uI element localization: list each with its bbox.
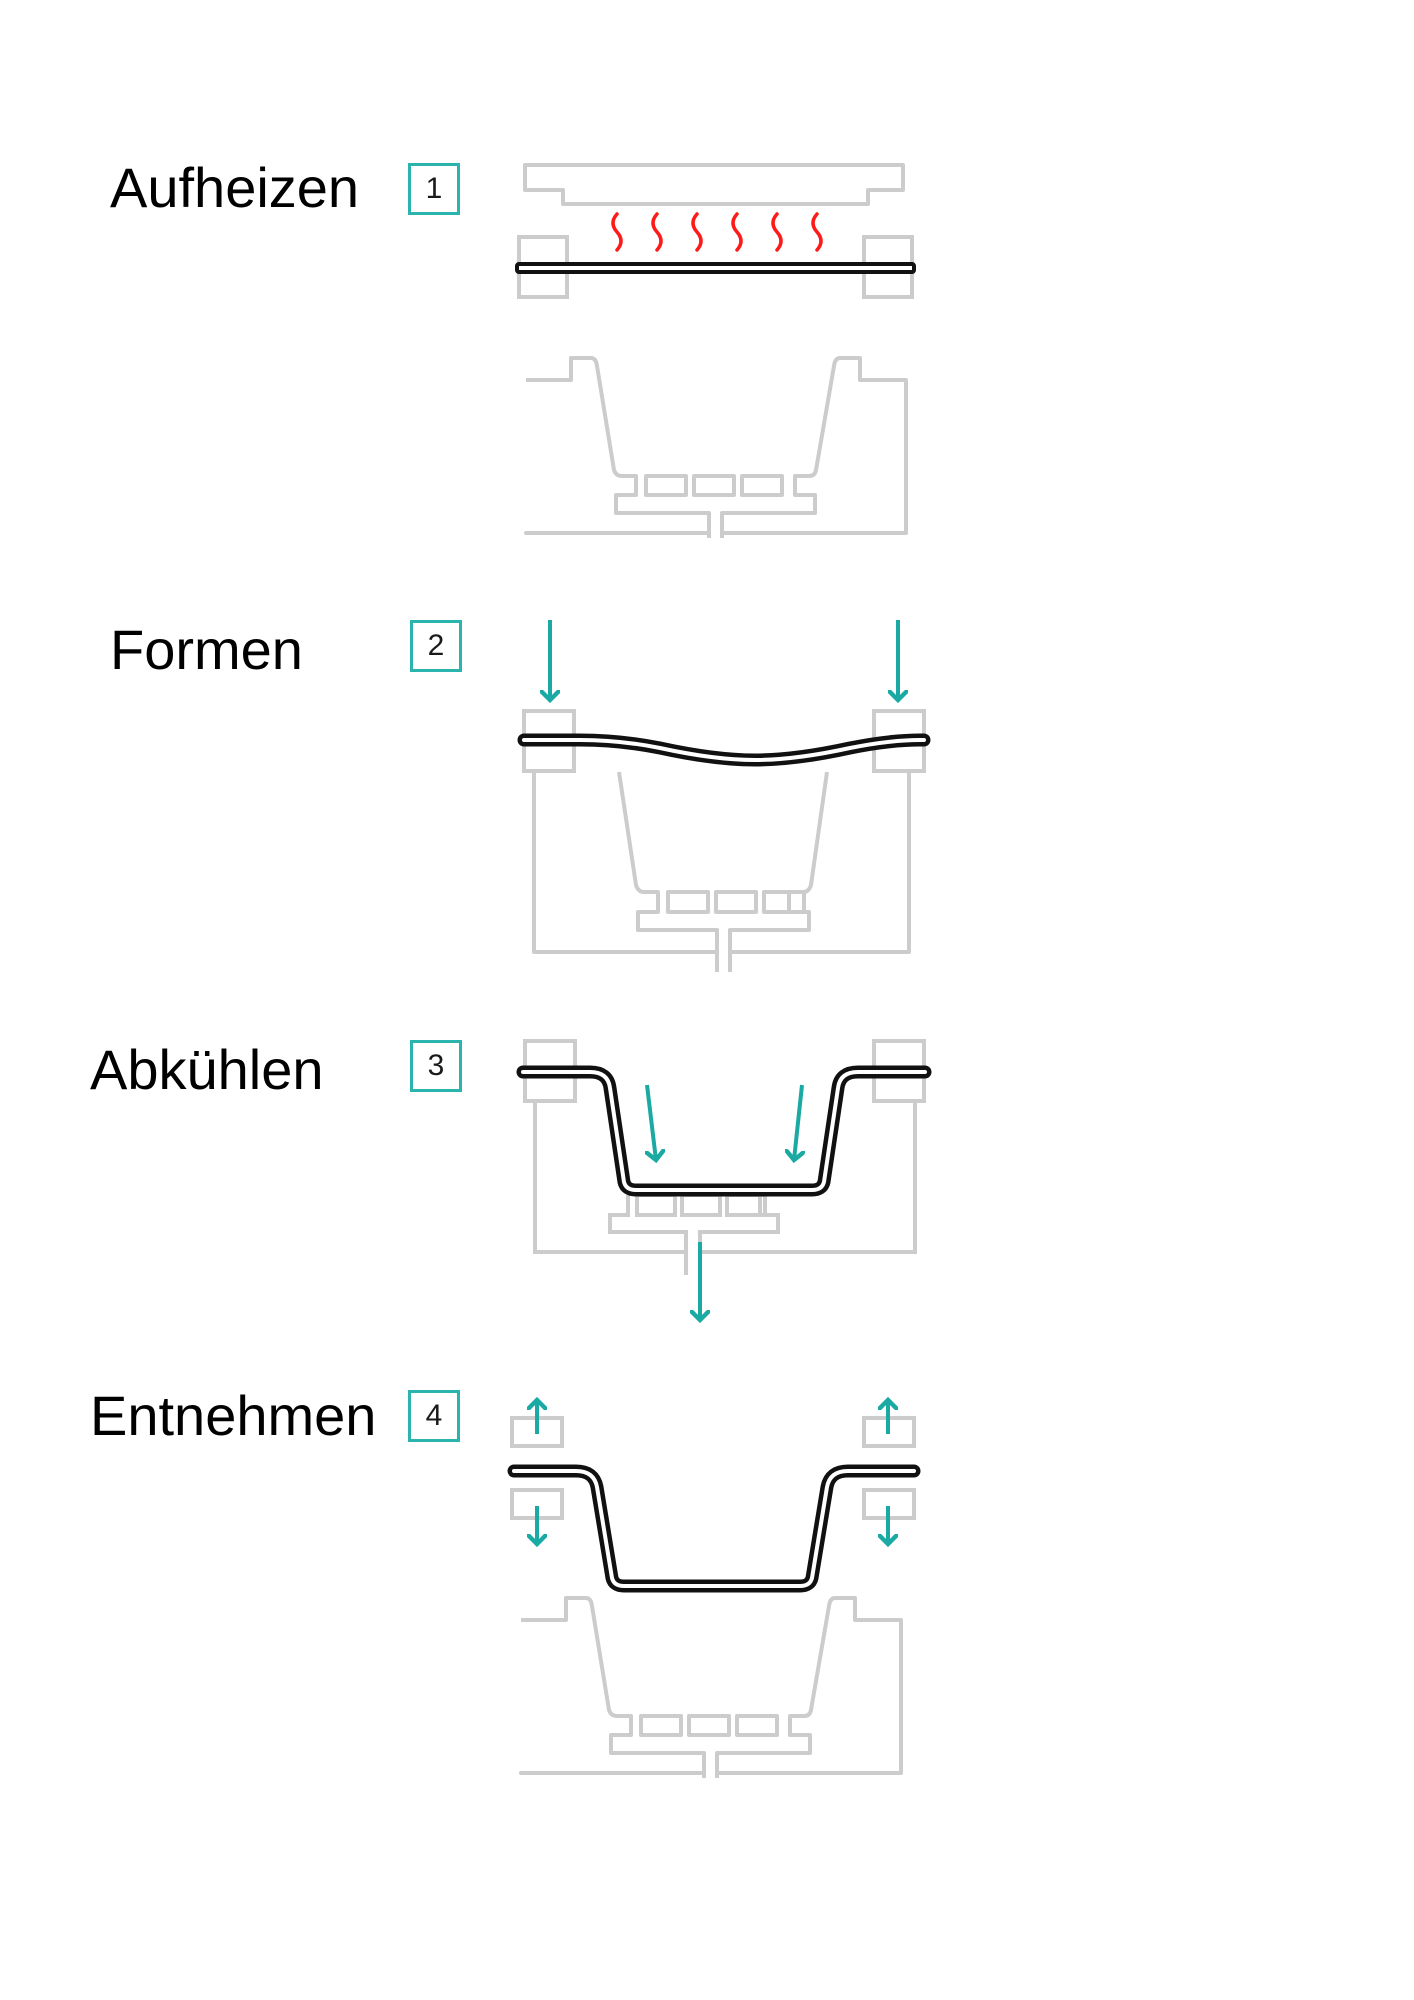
step-1-badge: 1 bbox=[408, 163, 460, 215]
step-3-graphic bbox=[516, 1039, 932, 1320]
plastic-sheet-icon bbox=[515, 262, 916, 274]
step-4-graphic bbox=[507, 1400, 921, 1780]
vacuum-mold-icon bbox=[532, 770, 911, 974]
step-3-label: Abkühlen bbox=[90, 1038, 324, 1101]
step-2-badge: 2 bbox=[410, 620, 462, 672]
cooling-arrow-right-icon bbox=[794, 1084, 802, 1160]
step-4-badge: 4 bbox=[408, 1390, 460, 1442]
step-2-label: Formen bbox=[110, 618, 303, 681]
plastic-sheet-formed-icon bbox=[516, 1065, 932, 1197]
plastic-part-formed-icon bbox=[507, 1464, 921, 1593]
heater-plate-icon bbox=[523, 163, 905, 206]
step-2-graphic bbox=[517, 620, 931, 974]
step-1-graphic bbox=[515, 163, 916, 540]
cooling-arrow-left-icon bbox=[647, 1084, 656, 1160]
vacuum-mold-icon bbox=[524, 356, 908, 540]
step-1-label: Aufheizen bbox=[110, 156, 360, 219]
vacuum-mold-icon bbox=[519, 1596, 903, 1780]
heat-waves-icon bbox=[611, 212, 823, 252]
step-4-label: Entnehmen bbox=[90, 1384, 377, 1447]
step-3-badge: 3 bbox=[410, 1040, 462, 1092]
